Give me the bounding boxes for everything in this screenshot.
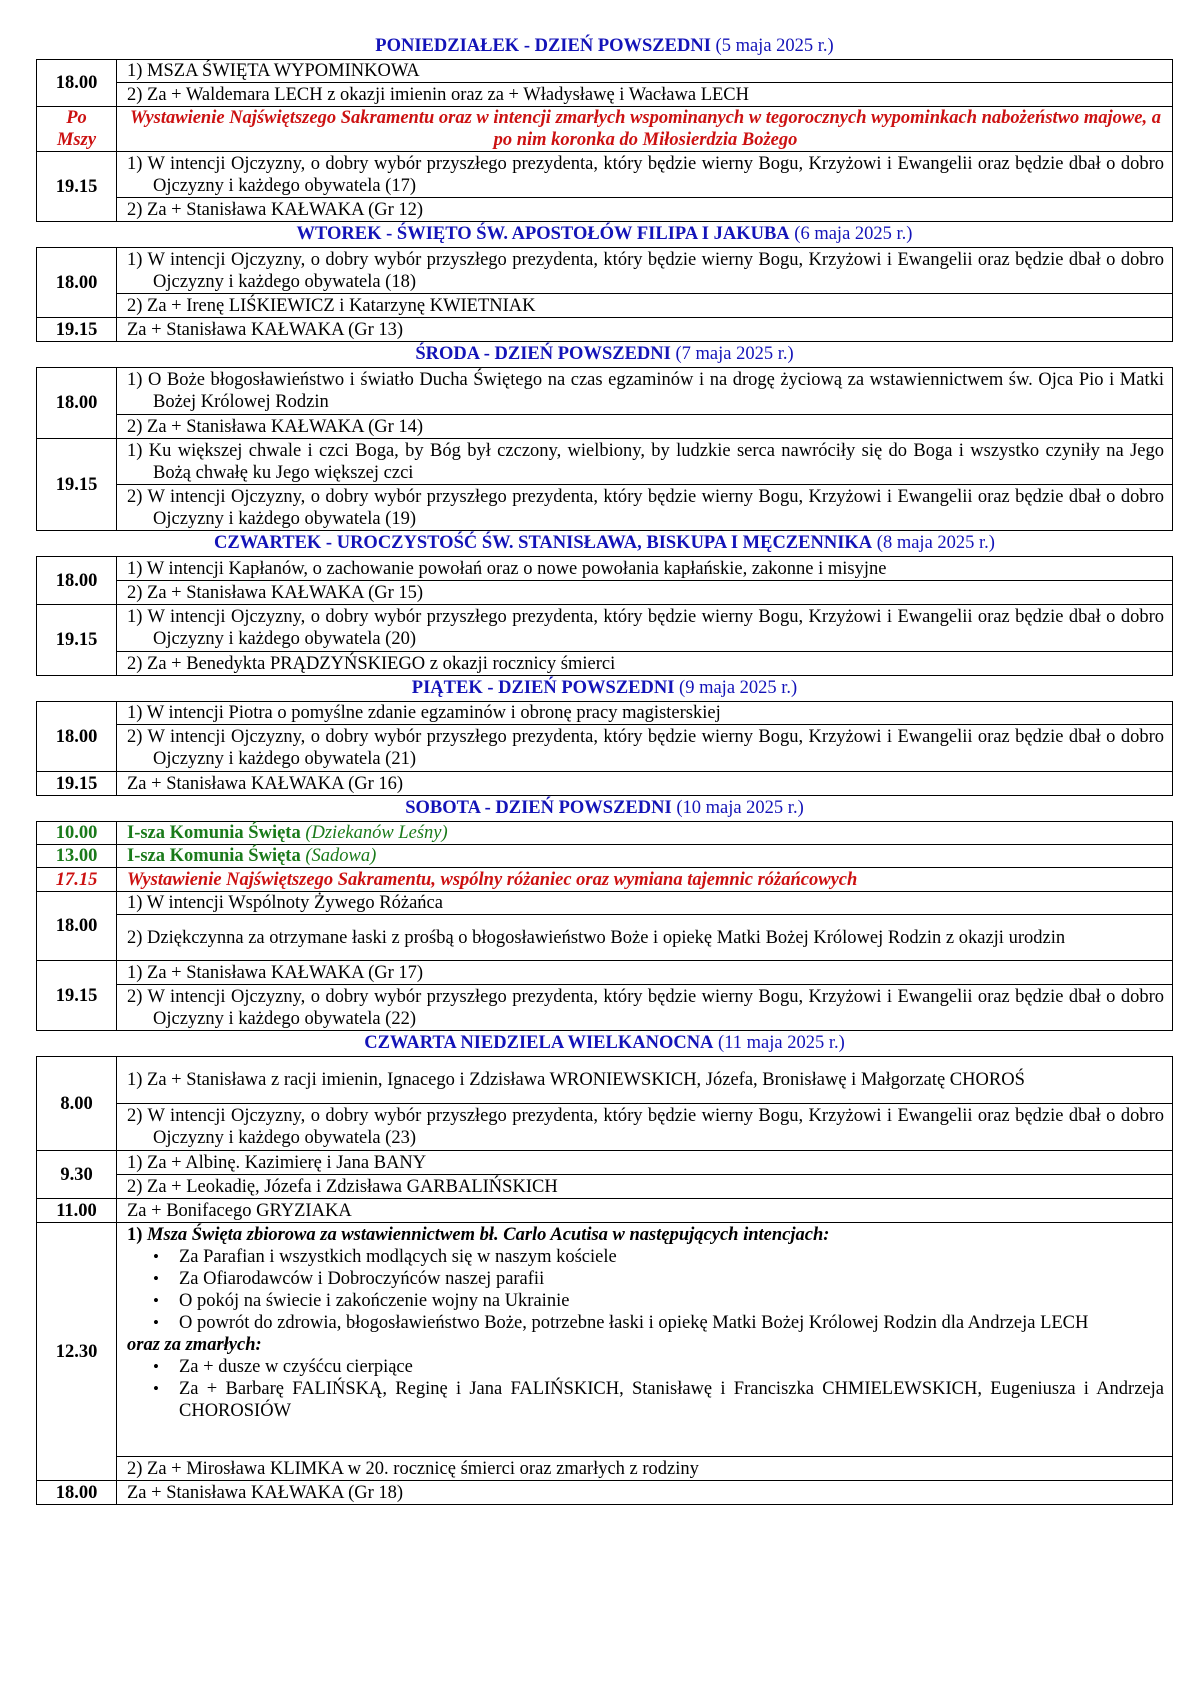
mass-time: 18.00 <box>36 367 117 439</box>
mass-time: 17.15 <box>36 867 117 892</box>
list-item: Za + Barbarę FALIŃSKĄ, Reginę i Jana FAL… <box>153 1378 1164 1422</box>
mass-time: 18.00 <box>36 701 117 772</box>
intention: 1) W intencji Ojczyzny, o dobry wybór pr… <box>116 604 1173 652</box>
intention: 1) W intencji Wspólnoty Żywego Różańca <box>116 891 1173 915</box>
mass-time: 12.30 <box>36 1222 117 1481</box>
schedule-table-monday: 18.00 1) MSZA ŚWIĘTA WYPOMINKOWA 2) Za +… <box>36 59 1173 222</box>
schedule-table-thursday: 18.00 1) W intencji Kapłanów, o zachowan… <box>36 556 1173 676</box>
intention: 2) W intencji Ojczyzny, o dobry wybór pr… <box>116 724 1173 772</box>
intention: 2) Za + Irenę LIŚKIEWICZ i Katarzynę KWI… <box>116 293 1173 318</box>
mass-time: 9.30 <box>36 1150 117 1199</box>
dead-heading: oraz za zmarłych: <box>127 1335 262 1355</box>
intention: 2) Za + Leokadię, Józefa i Zdzisława GAR… <box>116 1174 1173 1199</box>
mass-time: 18.00 <box>36 1480 117 1505</box>
schedule-table-tuesday: 18.00 1) W intencji Ojczyzny, o dobry wy… <box>36 247 1173 342</box>
list-item: O pokój na świecie i zakończenie wojny n… <box>153 1290 1164 1312</box>
intention: 1) Ku większej chwale i czci Boga, by Bó… <box>116 438 1173 485</box>
mass-schedule: PONIEDZIAŁEK - DZIEŃ POWSZEDNI (5 maja 2… <box>36 34 1173 1505</box>
mass-time: 19.15 <box>36 151 117 222</box>
intention: 2) Za + Stanisława KAŁWAKA (Gr 15) <box>116 580 1173 605</box>
intention: 2) W intencji Ojczyzny, o dobry wybór pr… <box>116 984 1173 1031</box>
intention: 2) W intencji Ojczyzny, o dobry wybór pr… <box>116 484 1173 531</box>
intention: 2) Za + Stanisława KAŁWAKA (Gr 14) <box>116 414 1173 439</box>
intention: 1) W intencji Piotra o pomyślne zdanie e… <box>116 701 1173 725</box>
intention: 1) MSZA ŚWIĘTA WYPOMINKOWA <box>116 59 1173 83</box>
intention: Wystawienie Najświętszego Sakramentu ora… <box>116 106 1173 152</box>
mass-time: 19.15 <box>36 438 117 531</box>
intention: Za + Stanisława KAŁWAKA (Gr 16) <box>116 771 1173 796</box>
mass-time: 19.15 <box>36 317 117 342</box>
schedule-table-friday: 18.00 1) W intencji Piotra o pomyślne zd… <box>36 701 1173 796</box>
day-header-monday: PONIEDZIAŁEK - DZIEŃ POWSZEDNI (5 maja 2… <box>375 36 834 56</box>
intention: 1) O Boże błogosławieństwo i światło Duc… <box>116 367 1173 415</box>
day-header-friday: PIĄTEK - DZIEŃ POWSZEDNI (9 maja 2025 r.… <box>411 678 798 698</box>
intention: 2) Dziękczynna za otrzymane łaski z proś… <box>116 914 1173 961</box>
list-item: Za Parafian i wszystkich modlących się w… <box>153 1246 1164 1268</box>
mass-time: 19.15 <box>36 604 117 676</box>
mass-time: 18.00 <box>36 247 117 318</box>
mass-time: 19.15 <box>36 771 117 796</box>
mass-time: 18.00 <box>36 891 117 961</box>
intention: 1) W intencji Ojczyzny, o dobry wybór pr… <box>116 151 1173 198</box>
intention: I-sza Komunia Święta (Sadowa) <box>116 844 1173 868</box>
intention: I-sza Komunia Święta (Dziekanów Leśny) <box>116 821 1173 845</box>
schedule-table-wednesday: 18.00 1) O Boże błogosławieństwo i świat… <box>36 367 1173 531</box>
intention: 2) Za + Stanisława KAŁWAKA (Gr 12) <box>116 197 1173 222</box>
intention: Za + Stanisława KAŁWAKA (Gr 13) <box>116 317 1173 342</box>
intention: Wystawienie Najświętszego Sakramentu, ws… <box>116 867 1173 892</box>
intention: 1) Msza Święta zbiorowa za wstawiennictw… <box>116 1222 1173 1457</box>
intention: 1) Za + Albinę. Kazimierę i Jana BANY <box>116 1150 1173 1175</box>
intention: Za + Bonifacego GRYZIAKA <box>116 1198 1173 1223</box>
intention: 1) Za + Stanisława KAŁWAKA (Gr 17) <box>116 960 1173 985</box>
dead-intentions-list: Za + dusze w czyśćcu cierpiące Za + Barb… <box>127 1356 1164 1422</box>
list-item: Za + dusze w czyśćcu cierpiące <box>153 1356 1164 1378</box>
intention: 2) Za + Waldemara LECH z okazji imienin … <box>116 82 1173 107</box>
intention: 2) Za + Benedykta PRĄDZYŃSKIEGO z okazji… <box>116 651 1173 676</box>
list-item: O powrót do zdrowia, błogosławieństwo Bo… <box>153 1312 1164 1334</box>
intention: 2) W intencji Ojczyzny, o dobry wybór pr… <box>116 1103 1173 1151</box>
mass-time: 18.00 <box>36 556 117 605</box>
living-intentions-list: Za Parafian i wszystkich modlących się w… <box>127 1246 1164 1334</box>
mass-time: 18.00 <box>36 59 117 107</box>
intention: Za + Stanisława KAŁWAKA (Gr 18) <box>116 1480 1173 1505</box>
schedule-table-sunday: 8.00 1) Za + Stanisława z racji imienin,… <box>36 1056 1173 1505</box>
intention: 1) Za + Stanisława z racji imienin, Igna… <box>116 1056 1173 1104</box>
mass-time: 11.00 <box>36 1198 117 1223</box>
day-header-sunday: CZWARTA NIEDZIELA WIELKANOCNA (11 maja 2… <box>364 1033 845 1053</box>
mass-time: 8.00 <box>36 1056 117 1151</box>
intention: 1) W intencji Ojczyzny, o dobry wybór pr… <box>116 247 1173 294</box>
day-header-saturday: SOBOTA - DZIEŃ POWSZEDNI (10 maja 2025 r… <box>405 798 804 818</box>
day-header-tuesday: WTOREK - ŚWIĘTO ŚW. APOSTOŁÓW FILIPA I J… <box>296 224 913 244</box>
schedule-table-saturday: 10.00 I-sza Komunia Święta (Dziekanów Le… <box>36 821 1173 1031</box>
list-item: Za Ofiarodawców i Dobroczyńców naszej pa… <box>153 1268 1164 1290</box>
day-header-thursday: CZWARTEK - UROCZYSTOŚĆ ŚW. STANISŁAWA, B… <box>214 533 995 553</box>
mass-time: 10.00 <box>36 821 117 845</box>
intention: 2) Za + Mirosława KLIMKA w 20. rocznicę … <box>116 1456 1173 1481</box>
mass-time: 19.15 <box>36 960 117 1031</box>
mass-time: 13.00 <box>36 844 117 868</box>
day-header-wednesday: ŚRODA - DZIEŃ POWSZEDNI (7 maja 2025 r.) <box>415 344 794 364</box>
intention: 1) W intencji Kapłanów, o zachowanie pow… <box>116 556 1173 581</box>
